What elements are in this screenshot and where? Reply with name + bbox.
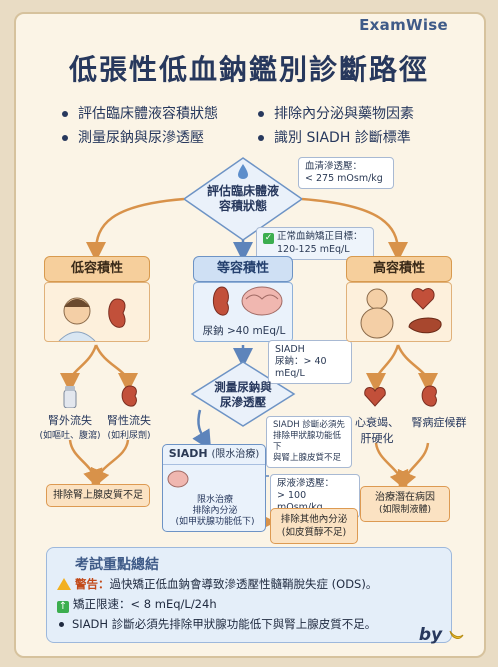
siadh-box: SIADH (限水治療) 限水治療排除內分泌(如甲狀腺功能低下) — [162, 444, 266, 532]
summary-siadh-rule: SIADH 診斷必須先排除甲狀腺功能低下與腎上腺皮質不足。 — [59, 616, 376, 632]
correction-target-note: ✓正常血鈉矯正目標： 120-125 mEq/L — [256, 227, 374, 260]
objective-item: 測量尿鈉與尿滲透壓 — [62, 127, 204, 147]
renal-loss: 腎性流失(如利尿劑) — [107, 414, 151, 441]
patient-and-kidney-icon — [58, 297, 126, 342]
serum-osm-note: 血清滲透壓：< 275 mOsm/kg — [298, 157, 394, 189]
rule-out-adrenal-box: 排除腎上腺皮質不足 — [46, 484, 150, 507]
assess-step: 評估臨床體液容積狀態 — [206, 184, 279, 213]
hypervolemic-panel — [346, 282, 452, 342]
euvolemic-panel: 尿鈉 >40 mEq/L — [193, 282, 293, 342]
rule-out-endocrine-box: 排除其他內分泌(如皮質醇不足) — [270, 508, 358, 544]
kidney-and-brain-icon — [212, 286, 283, 316]
checkmark-icon: ✓ — [263, 233, 274, 244]
urine-na-label: 尿鈉 >40 mEq/L — [202, 325, 286, 337]
hypervolemic-header: 高容積性 — [346, 256, 452, 282]
summary-title: 考試重點總結 — [75, 557, 159, 573]
hypovolemic-panel — [44, 282, 150, 342]
patient-heart-liver-icon — [360, 288, 442, 339]
siadh-requirement-note: SIADH 診斷必須先排除甲狀腺功能低下與腎上腺皮質不足 — [266, 416, 352, 468]
treat-underlying-cause-box: 治療潛在病因(如限制液體) — [360, 486, 450, 522]
exam-summary-panel: 考試重點總結 警告：過快矯正低血鈉會導致滲透壓性髓鞘脫失症 (ODS)。 ↑矯正… — [46, 547, 452, 643]
brain-icon — [167, 470, 189, 488]
warning-icon — [57, 578, 71, 590]
kidney-icon — [416, 384, 442, 408]
siadh-title: SIADH (限水治療) — [163, 445, 265, 465]
objective-item: 識別 SIADH 診斷標準 — [258, 127, 411, 147]
summary-correction-limit: ↑矯正限速：< 8 mEq/L/24h — [57, 597, 217, 613]
objective-item: 評估臨床體液容積狀態 — [62, 103, 218, 123]
nephrotic-syndrome: 腎病症候群 — [411, 416, 467, 429]
summary-warning: 警告：過快矯正低血鈉會導致滲透壓性髓鞘脫失症 (ODS)。 — [57, 576, 377, 592]
heart-failure-cirrhosis: 心衰竭、肝硬化 — [355, 416, 399, 445]
extra-renal-loss: 腎外流失(如嘔吐、腹瀉) — [39, 414, 101, 441]
page-title: 低張性低血鈉鑑別診斷路徑 — [68, 53, 429, 86]
objective-item: 排除內分泌與藥物因素 — [258, 103, 414, 123]
kidney-icon — [116, 384, 142, 408]
arrow-up-icon: ↑ — [57, 601, 69, 613]
measure-step: 測量尿鈉與尿滲透壓 — [214, 380, 272, 409]
signature: by — [419, 625, 464, 645]
brand-logo: ExamWise — [359, 16, 448, 34]
water-drop-icon — [236, 163, 250, 179]
euvolemic-header: 等容積性 — [193, 256, 293, 282]
banana-icon — [449, 630, 464, 639]
heart-icon — [362, 384, 388, 410]
hypovolemic-header: 低容積性 — [44, 256, 150, 282]
salt-shaker-icon — [56, 384, 84, 409]
